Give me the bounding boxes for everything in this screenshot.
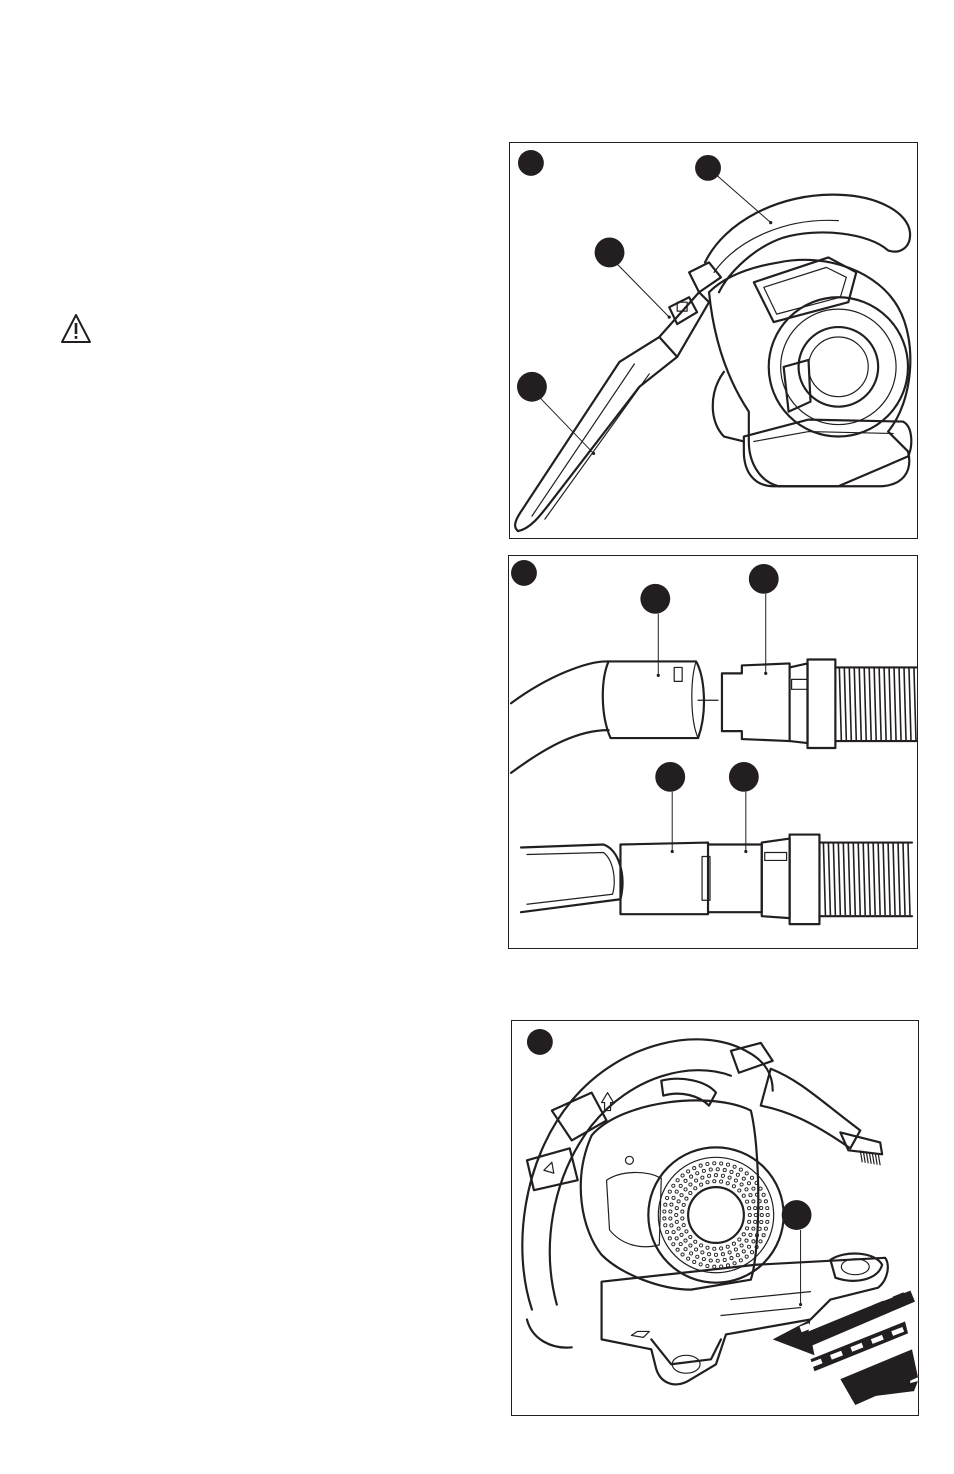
warning-triangle-icon [60,313,92,344]
callout-a [511,560,537,586]
callout-b [695,155,721,181]
figure-hose-connection [508,555,918,949]
figure-vacuum-on-base [511,1020,919,1416]
figure-vacuum-crevice-tool [509,142,918,539]
callout-e [729,762,759,792]
callout-a [527,1029,553,1055]
slide-direction-arrow [773,1288,918,1405]
vacuum-crevice-illustration [510,143,917,538]
callout-b [640,584,670,614]
hose-connection-illustration [509,556,917,948]
callout-d [517,372,547,402]
vacuum-base-illustration [512,1021,918,1415]
callout-c [749,564,779,594]
callout-b [782,1200,812,1230]
callout-d [655,762,685,792]
callout-c [595,238,625,268]
callout-a [518,150,544,176]
